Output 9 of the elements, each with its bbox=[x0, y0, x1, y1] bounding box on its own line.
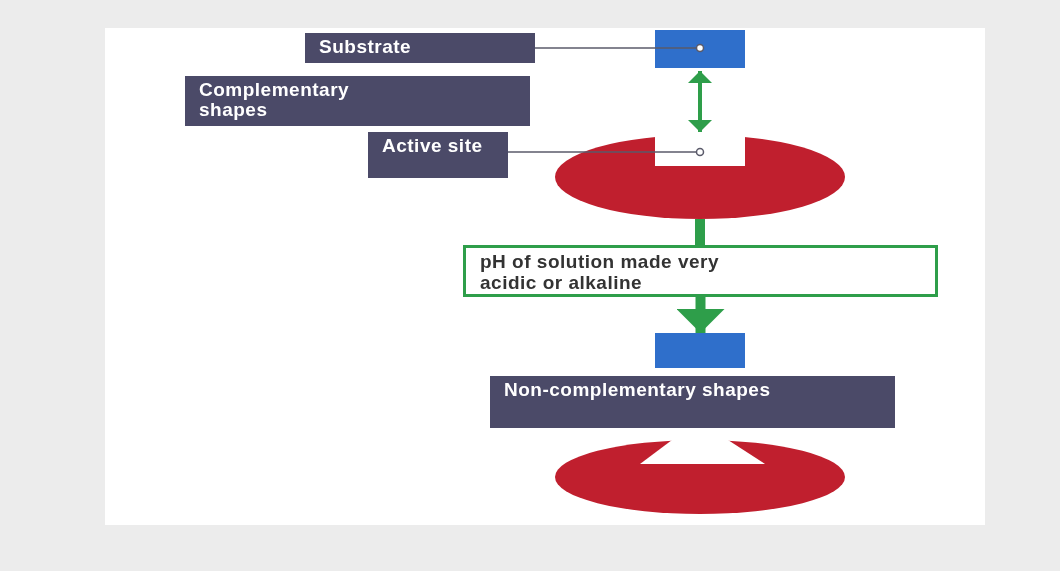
label-box: Active site bbox=[368, 132, 508, 178]
label-box: Complementary shapes bbox=[185, 76, 530, 126]
leader-line bbox=[507, 147, 705, 157]
leader-line bbox=[534, 43, 705, 53]
arrow bbox=[688, 71, 712, 132]
arrow bbox=[676, 297, 725, 333]
label-box: Non-complementary shapes bbox=[490, 376, 895, 428]
condition-box: pH of solution made very acidic or alkaline bbox=[463, 245, 938, 297]
label-box: Substrate bbox=[305, 33, 535, 63]
